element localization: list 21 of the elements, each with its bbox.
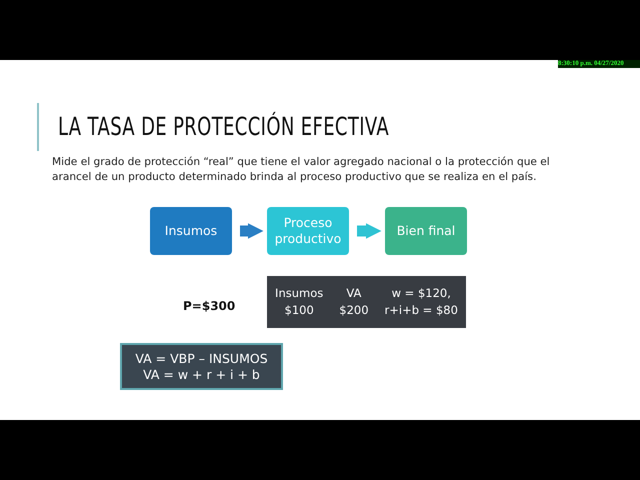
- box-label: Proceso productivo: [274, 215, 342, 247]
- formula-text: VA = VBP – INSUMOS: [134, 350, 269, 366]
- data-text: Insumos: [274, 284, 324, 302]
- process-box: [267, 207, 349, 255]
- block-arrow: [240, 223, 264, 239]
- data-text: w = $120,: [390, 284, 452, 302]
- data-text: r+i+b = $80: [384, 302, 459, 319]
- data-box: [267, 276, 466, 328]
- data-text: $100: [284, 302, 315, 319]
- data-text: $200: [338, 302, 370, 319]
- formula-box: [120, 343, 283, 390]
- process-box: [385, 207, 467, 255]
- process-box: [150, 207, 232, 255]
- box-label: Insumos: [164, 223, 218, 239]
- price-label: P=$300: [183, 298, 236, 315]
- slide-title: LA TASA DE PROTECCIÓN EFECTIVA: [58, 112, 390, 141]
- box-label: Bien final: [396, 223, 456, 239]
- formula-text: VA = w + r + i + b: [142, 366, 261, 382]
- description-text: Mide el grado de protección “real” que tiene el valor agregado nacional o la protección que el arancel de un producto determinado brinda al proceso productivo que se realiza en el país.: [52, 155, 551, 186]
- data-text: VA: [345, 284, 362, 302]
- block-arrow: [357, 223, 382, 239]
